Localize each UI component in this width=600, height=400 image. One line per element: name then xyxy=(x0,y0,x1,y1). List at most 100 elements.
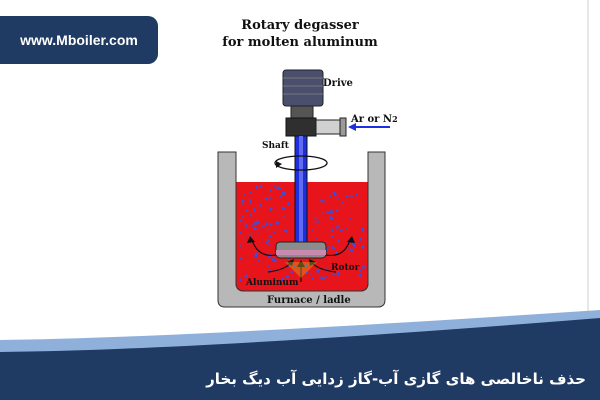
gas-flow-arrow xyxy=(348,123,356,131)
label-furnace: Furnace / ladle xyxy=(267,295,351,306)
gas-bubble xyxy=(255,185,259,189)
gas-bubble xyxy=(332,273,335,276)
gas-bubble xyxy=(337,239,341,243)
gas-bubble xyxy=(361,245,365,249)
gas-bubble xyxy=(280,187,282,190)
gas-bubble xyxy=(315,237,318,239)
gas-bubble xyxy=(279,195,282,198)
rotation-arrow xyxy=(274,155,328,171)
gas-bubble xyxy=(257,232,259,235)
gas-bubble xyxy=(362,186,365,189)
gas-bubble xyxy=(253,226,257,231)
gas-bubble xyxy=(326,211,330,214)
gas-bubble xyxy=(283,191,287,195)
gas-bubble xyxy=(250,234,253,237)
gas-bubble xyxy=(239,257,243,260)
gas-bubble xyxy=(239,278,242,282)
gas-bubble xyxy=(275,221,280,225)
gas-bubble xyxy=(335,251,338,254)
gas-bubble xyxy=(324,276,328,279)
gas-bubble xyxy=(355,193,359,196)
gas-bubble xyxy=(311,277,314,280)
gas-bubble xyxy=(305,271,309,275)
gas-bubble xyxy=(336,225,339,229)
label-rotor: Rotor xyxy=(331,263,360,273)
gas-bubble xyxy=(337,274,341,277)
gas-bubble xyxy=(269,207,273,211)
gas-bubble xyxy=(257,259,261,262)
gas-bubble xyxy=(259,184,263,188)
gas-bubble xyxy=(356,242,359,245)
gas-bubble xyxy=(273,184,277,188)
gas-bubble xyxy=(253,209,257,212)
gas-bubble xyxy=(290,270,294,274)
gas-bubble xyxy=(336,272,339,276)
gas-bubble xyxy=(239,244,242,247)
gas-bubble xyxy=(269,196,272,199)
gas-bubble xyxy=(281,278,285,282)
gas-bubble xyxy=(285,275,289,279)
gas-bubble xyxy=(266,228,269,231)
gas-bubble xyxy=(266,238,270,242)
gas-bubble xyxy=(361,265,365,269)
gas-bubble xyxy=(352,243,356,247)
gas-bubble xyxy=(255,220,260,224)
gas-bubble xyxy=(361,228,365,232)
gas-bubble xyxy=(286,202,290,206)
gas-bubble xyxy=(267,264,270,267)
gas-bubble xyxy=(288,265,290,268)
gas-bubble xyxy=(346,227,348,230)
drive-motor xyxy=(282,69,324,119)
gas-bubble xyxy=(243,193,246,195)
gas-bubble xyxy=(351,249,354,253)
gas-bubble xyxy=(333,192,337,196)
gas-bubble xyxy=(329,209,334,214)
gas-bubble xyxy=(254,252,259,256)
site-url[interactable]: www.Mboiler.com xyxy=(20,32,138,48)
gas-bubble xyxy=(358,269,362,273)
gas-bubble xyxy=(241,199,245,203)
gas-bubble xyxy=(351,242,354,245)
gas-bubble xyxy=(244,224,248,228)
rotary-coupling xyxy=(285,117,317,137)
gas-bubble xyxy=(249,214,253,217)
diagram-title-line1: Rotary degasser xyxy=(241,18,359,33)
gas-bubble xyxy=(358,273,362,277)
gas-bubble xyxy=(281,206,285,210)
gas-bubble xyxy=(335,209,339,212)
gas-bubble xyxy=(316,269,320,273)
gas-bubble xyxy=(266,222,269,225)
gas-bubble xyxy=(349,249,352,252)
gas-bubble xyxy=(239,219,243,222)
gas-bubble xyxy=(341,201,345,205)
gas-bubble xyxy=(269,223,273,226)
gas-bubble xyxy=(271,258,276,262)
footer-swoosh-dark xyxy=(0,318,600,400)
footer-caption: حذف ناخالصی های گازی آب-گاز زدایی آب دیگ… xyxy=(206,370,586,388)
gas-bubble xyxy=(321,276,325,280)
gas-bubble xyxy=(327,246,330,249)
gas-bubble xyxy=(331,246,335,249)
gas-bubble xyxy=(320,199,324,203)
gas-bubble xyxy=(317,220,320,223)
gas-bubble xyxy=(348,254,351,257)
gas-bubble xyxy=(309,272,312,275)
gas-bubble xyxy=(293,265,296,268)
gas-bubble xyxy=(245,209,249,212)
gas-bubble xyxy=(238,231,242,235)
gas-bubble xyxy=(264,197,268,201)
gas-bubble xyxy=(337,270,340,274)
gas-bubble xyxy=(265,240,269,244)
gas-bubble xyxy=(346,195,349,198)
gas-bubble xyxy=(322,212,325,214)
gas-bubble xyxy=(329,215,331,218)
site-badge[interactable]: www.Mboiler.com xyxy=(0,16,158,64)
gas-bubble xyxy=(337,198,339,201)
gas-bubble xyxy=(268,234,272,238)
gas-bubble xyxy=(259,203,263,207)
gas-bubble xyxy=(284,229,288,233)
gas-bubble xyxy=(350,194,353,198)
gas-bubble xyxy=(249,200,252,203)
gas-bubble xyxy=(330,229,333,232)
gas-bubble xyxy=(244,274,248,278)
